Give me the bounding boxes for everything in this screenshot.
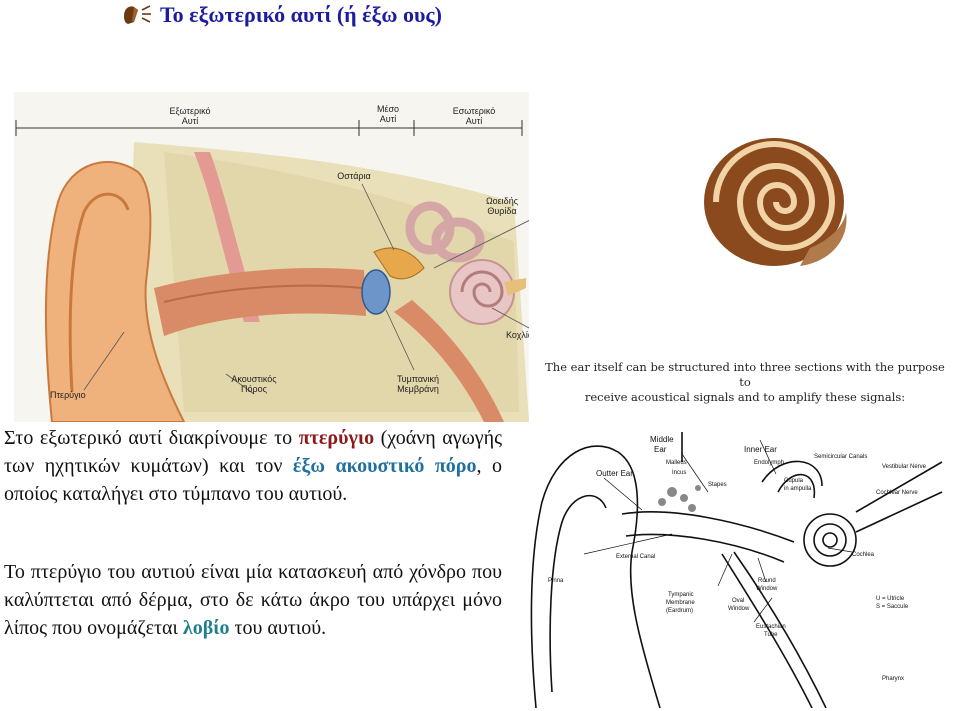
title-text: Το εξωτερικό αυτί (ή έξω ους) [160, 2, 442, 27]
label-incus: Incus [672, 470, 686, 476]
figure-caption: The ear itself can be structured into th… [540, 360, 950, 405]
label-endolymph: Endolymph [754, 460, 784, 466]
label-cochlear-nerve: Cochlear Nerve [876, 490, 918, 496]
label-canal-1: Ακουστικός [231, 374, 277, 384]
snail-shell-image [704, 138, 847, 266]
label-eustachian-2: Tube [764, 632, 778, 638]
label-inner-ear: Inner Ear [744, 445, 777, 454]
term-earlobe: λοβίο [182, 617, 230, 639]
label-oval-window-2: Window [728, 606, 750, 612]
label-middle-ear-2: Αυτί [380, 114, 396, 124]
label-inner-ear-2: Αυτί [466, 116, 482, 126]
term-ear-canal: έξω ακουστικό πόρο [292, 455, 477, 477]
label-tympanic-2: Membrane [666, 600, 695, 606]
label-outter-ear: Outter Ear [596, 469, 633, 478]
label-round-window-1: Round [758, 578, 776, 584]
label-stapes: Stapes [708, 482, 727, 488]
paragraph-1-text-2: (χοάνη αγωγής των ηχητικών κυμάτων) και … [4, 427, 502, 477]
ear-anatomy-drawing: Εξωτερικό Αυτί Μέσο Αυτί Εσωτερικό Αυτί [15, 104, 555, 423]
slide-title: Το εξωτερικό αυτί (ή έξω ους) [120, 2, 442, 28]
label-cupula-2: in ampulla [784, 486, 812, 492]
paragraph-2-text-2: του αυτιού. [229, 617, 327, 639]
label-middle-ear-2: Ear [654, 445, 667, 454]
paragraph-1-text-1: Στο εξωτερικό αυτί διακρίνουμε το [4, 427, 299, 449]
paragraph-2: Το πτερύγιο του αυτιού είναι μία κατασκε… [4, 558, 502, 642]
label-cupula-1: Cupula [784, 478, 804, 484]
label-tympanic-3: (Eardrum) [666, 608, 693, 614]
label-middle-ear-1: Middle [650, 435, 674, 444]
paragraph-1-text-3: , ο οποίος καταλήγει στο τύμπανο του αυτ… [4, 455, 502, 505]
label-eustachian-1: Eustachian [756, 624, 786, 630]
label-pinna: Pinna [548, 578, 564, 584]
label-vestibular: Vestibular Nerve [882, 464, 927, 470]
label-inner-ear-1: Εσωτερικό [453, 106, 496, 116]
paragraph-2-text-1: Το πτερύγιο του αυτιού είναι μία κατασκε… [4, 561, 502, 639]
label-outer-ear-2: Αυτί [182, 116, 198, 126]
label-ossicles: Οστάρια [337, 171, 371, 181]
label-oval-window-1: Oval [732, 598, 744, 604]
ear-line-diagram: Middle Ear Inner Ear Outter Ear Malleus … [522, 422, 954, 708]
label-round-window-2: Window [756, 586, 778, 592]
label-pharynx: Pharynx [882, 676, 904, 682]
term-pinna: πτερύγιο [298, 427, 375, 449]
label-cochlea: Κοχλίας [506, 330, 529, 340]
label-oval-window-1: Ωοειδής [486, 196, 519, 206]
label-outer-ear-1: Εξωτερικό [169, 106, 210, 116]
ear-anatomy-figure: Εξωτερικό Αυτί Μέσο Αυτί Εσωτερικό Αυτί [14, 92, 555, 423]
label-malleus: Malleus [666, 460, 687, 466]
label-tympanic-1: Tympanic [668, 592, 694, 598]
eardrum-shape [361, 269, 391, 315]
label-external-canal: External Canal [616, 554, 655, 560]
label-tympanic-1: Τυμπανική [397, 374, 439, 384]
label-utricle: U = Utricle [876, 596, 905, 602]
label-semicircular: Semicircular Canals [814, 454, 867, 460]
paragraph-1: Στο εξωτερικό αυτί διακρίνουμε το πτερύγ… [4, 424, 502, 508]
label-tympanic-2: Μεμβράνη [397, 384, 439, 394]
label-pinna: Πτερύγιο [50, 390, 86, 400]
label-saccule: S = Saccule [876, 604, 909, 610]
label-canal-2: Πόρος [241, 384, 268, 394]
label-middle-ear-1: Μέσο [377, 104, 399, 114]
caption-line-2: receive acoustical signals and to amplif… [584, 390, 906, 404]
label-cochlea: Cochlea [852, 552, 875, 558]
caption-line-1: The ear itself can be structured into th… [545, 360, 945, 389]
label-oval-window-2: Θυρίδα [487, 206, 516, 216]
speaker-bullet-icon [124, 5, 151, 24]
